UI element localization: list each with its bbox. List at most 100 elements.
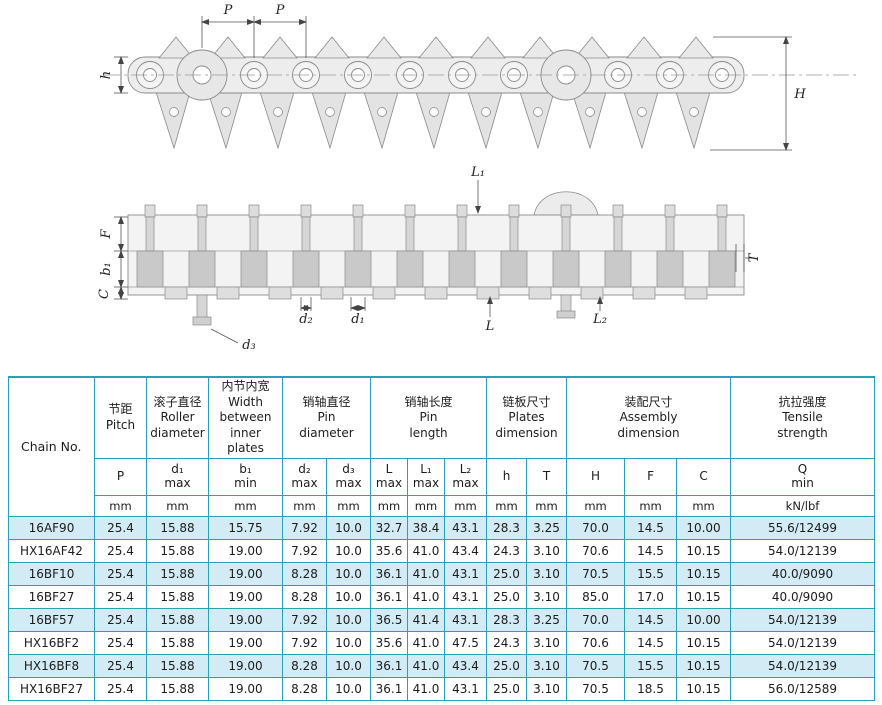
cell: 14.5 [624,607,678,632]
cell: 40.0/9090 [730,561,876,586]
cell: 28.3 [486,515,527,540]
cell: 15.88 [146,653,209,678]
cell: 10.15 [676,653,732,678]
cell: 7.92 [282,607,327,632]
cell: 10.15 [676,538,732,563]
cell: 36.5 [370,607,408,632]
cell: 35.6 [370,630,408,655]
cell: 19.00 [208,561,283,586]
chain-body-outline [127,214,745,296]
cell: 24.3 [486,538,527,563]
symbol-header-row: P d₁ max b₁ min d₂ max d₃ max L max L₁ m… [9,457,876,496]
cell: 54.0/12139 [730,630,876,655]
cell: 43.1 [444,676,487,701]
cell: 19.00 [208,676,283,701]
pitch-dimension [201,16,307,58]
cell: 35.6 [370,538,408,563]
cell: 38.4 [407,515,445,540]
cell: 36.1 [370,561,408,586]
cell: 19.00 [208,630,283,655]
unit-cell: mm [208,494,283,517]
cell: 15.88 [146,607,209,632]
cell: 3.10 [525,630,568,655]
symbol-b1-min: b₁ min [208,457,283,496]
chain-spec-table: Chain No. 节距 Pitch 滚子直径 Roller diameter … [8,376,876,701]
cell: 25.0 [486,561,527,586]
cell: 10.0 [326,515,371,540]
unit-cell: mm [444,494,487,517]
cell: 15.5 [624,653,678,678]
cell: 43.4 [444,653,487,678]
chain-no-header: Chain No. [8,376,95,517]
cell: 10.0 [326,584,371,609]
cell: 70.5 [566,676,626,701]
dim-label-plate-height: h [99,71,114,79]
cell: 15.75 [208,515,283,540]
chain-side-view: P P h H [99,3,856,151]
chain-no-cell: HX16BF27 [8,676,95,701]
cell: 43.1 [444,584,487,609]
dim-label-c: C [97,289,112,299]
extended-pin-right [556,294,576,319]
unit-cell: mm [146,494,209,517]
cell: 19.00 [208,538,283,563]
cell: 10.15 [676,676,732,701]
cell: 25.0 [486,653,527,678]
cell: 3.10 [525,584,568,609]
cell: 41.0 [407,561,445,586]
dim-label-f: F [99,229,114,240]
chain-no-cell: 16AF90 [8,515,95,540]
cell: 8.28 [282,561,327,586]
cell: 15.88 [146,676,209,701]
dim-label-d3: d₃ [242,338,256,353]
cell: 10.00 [676,515,732,540]
cell: 32.7 [370,515,408,540]
dim-label-d2: d₂ [299,312,313,327]
cell: 17.0 [624,584,678,609]
group-header-pin-length: 销轴长度 Pin length [370,376,487,459]
symbol-Q-min: Q min [730,457,876,496]
symbol-F: F [624,457,678,496]
unit-header-row: mm mm mm mm mm mm mm mm mm mm mm mm mm k… [9,494,876,517]
unit-cell: mm [282,494,327,517]
cell: 41.0 [407,676,445,701]
cell: 3.10 [525,653,568,678]
symbol-L1-max: L₁ max [407,457,445,496]
unit-cell: mm [326,494,371,517]
cell: 15.88 [146,584,209,609]
group-header-plates-dimension: 链板尺寸 Plates dimension [485,376,568,459]
unit-cell: kN/lbf [730,494,876,517]
chain-diagrams: P P h H [97,3,856,353]
cell: 3.10 [525,538,568,563]
chain-no-cell: HX16BF8 [8,653,95,678]
cell: 15.88 [146,515,209,540]
cell: 18.5 [624,676,678,701]
cell: 15.88 [146,561,209,586]
cell: 85.0 [566,584,626,609]
cell: 25.4 [94,584,147,609]
table-row: 16BF10 25.4 15.88 19.00 8.28 10.0 36.1 4… [8,561,876,586]
cell: 25.4 [94,515,147,540]
unit-cell: mm [566,494,626,517]
table-row: 16BF27 25.4 15.88 19.00 8.28 10.0 36.1 4… [8,584,876,609]
group-header-pitch: 节距 Pitch [94,376,147,459]
symbol-T: T [525,457,568,496]
cell: 36.1 [370,653,408,678]
unit-cell: mm [370,494,408,517]
symbol-C: C [676,457,732,496]
table-row: HX16BF8 25.4 15.88 19.00 8.28 10.0 36.1 … [8,653,876,678]
cell: 19.00 [208,653,283,678]
cell: 41.4 [407,607,445,632]
cell: 10.00 [676,607,732,632]
cell: 10.0 [326,653,371,678]
cell: 25.0 [486,584,527,609]
symbol-h: h [486,457,527,496]
dim-label-t: T [747,252,762,262]
chain-technical-drawing: P P h H [97,3,856,353]
cell: 70.5 [566,653,626,678]
cell: 28.3 [486,607,527,632]
cell: 3.10 [525,561,568,586]
unit-cell: mm [486,494,527,517]
cell: 56.0/12589 [730,676,876,701]
dim-label-d1: d₁ [351,312,365,327]
